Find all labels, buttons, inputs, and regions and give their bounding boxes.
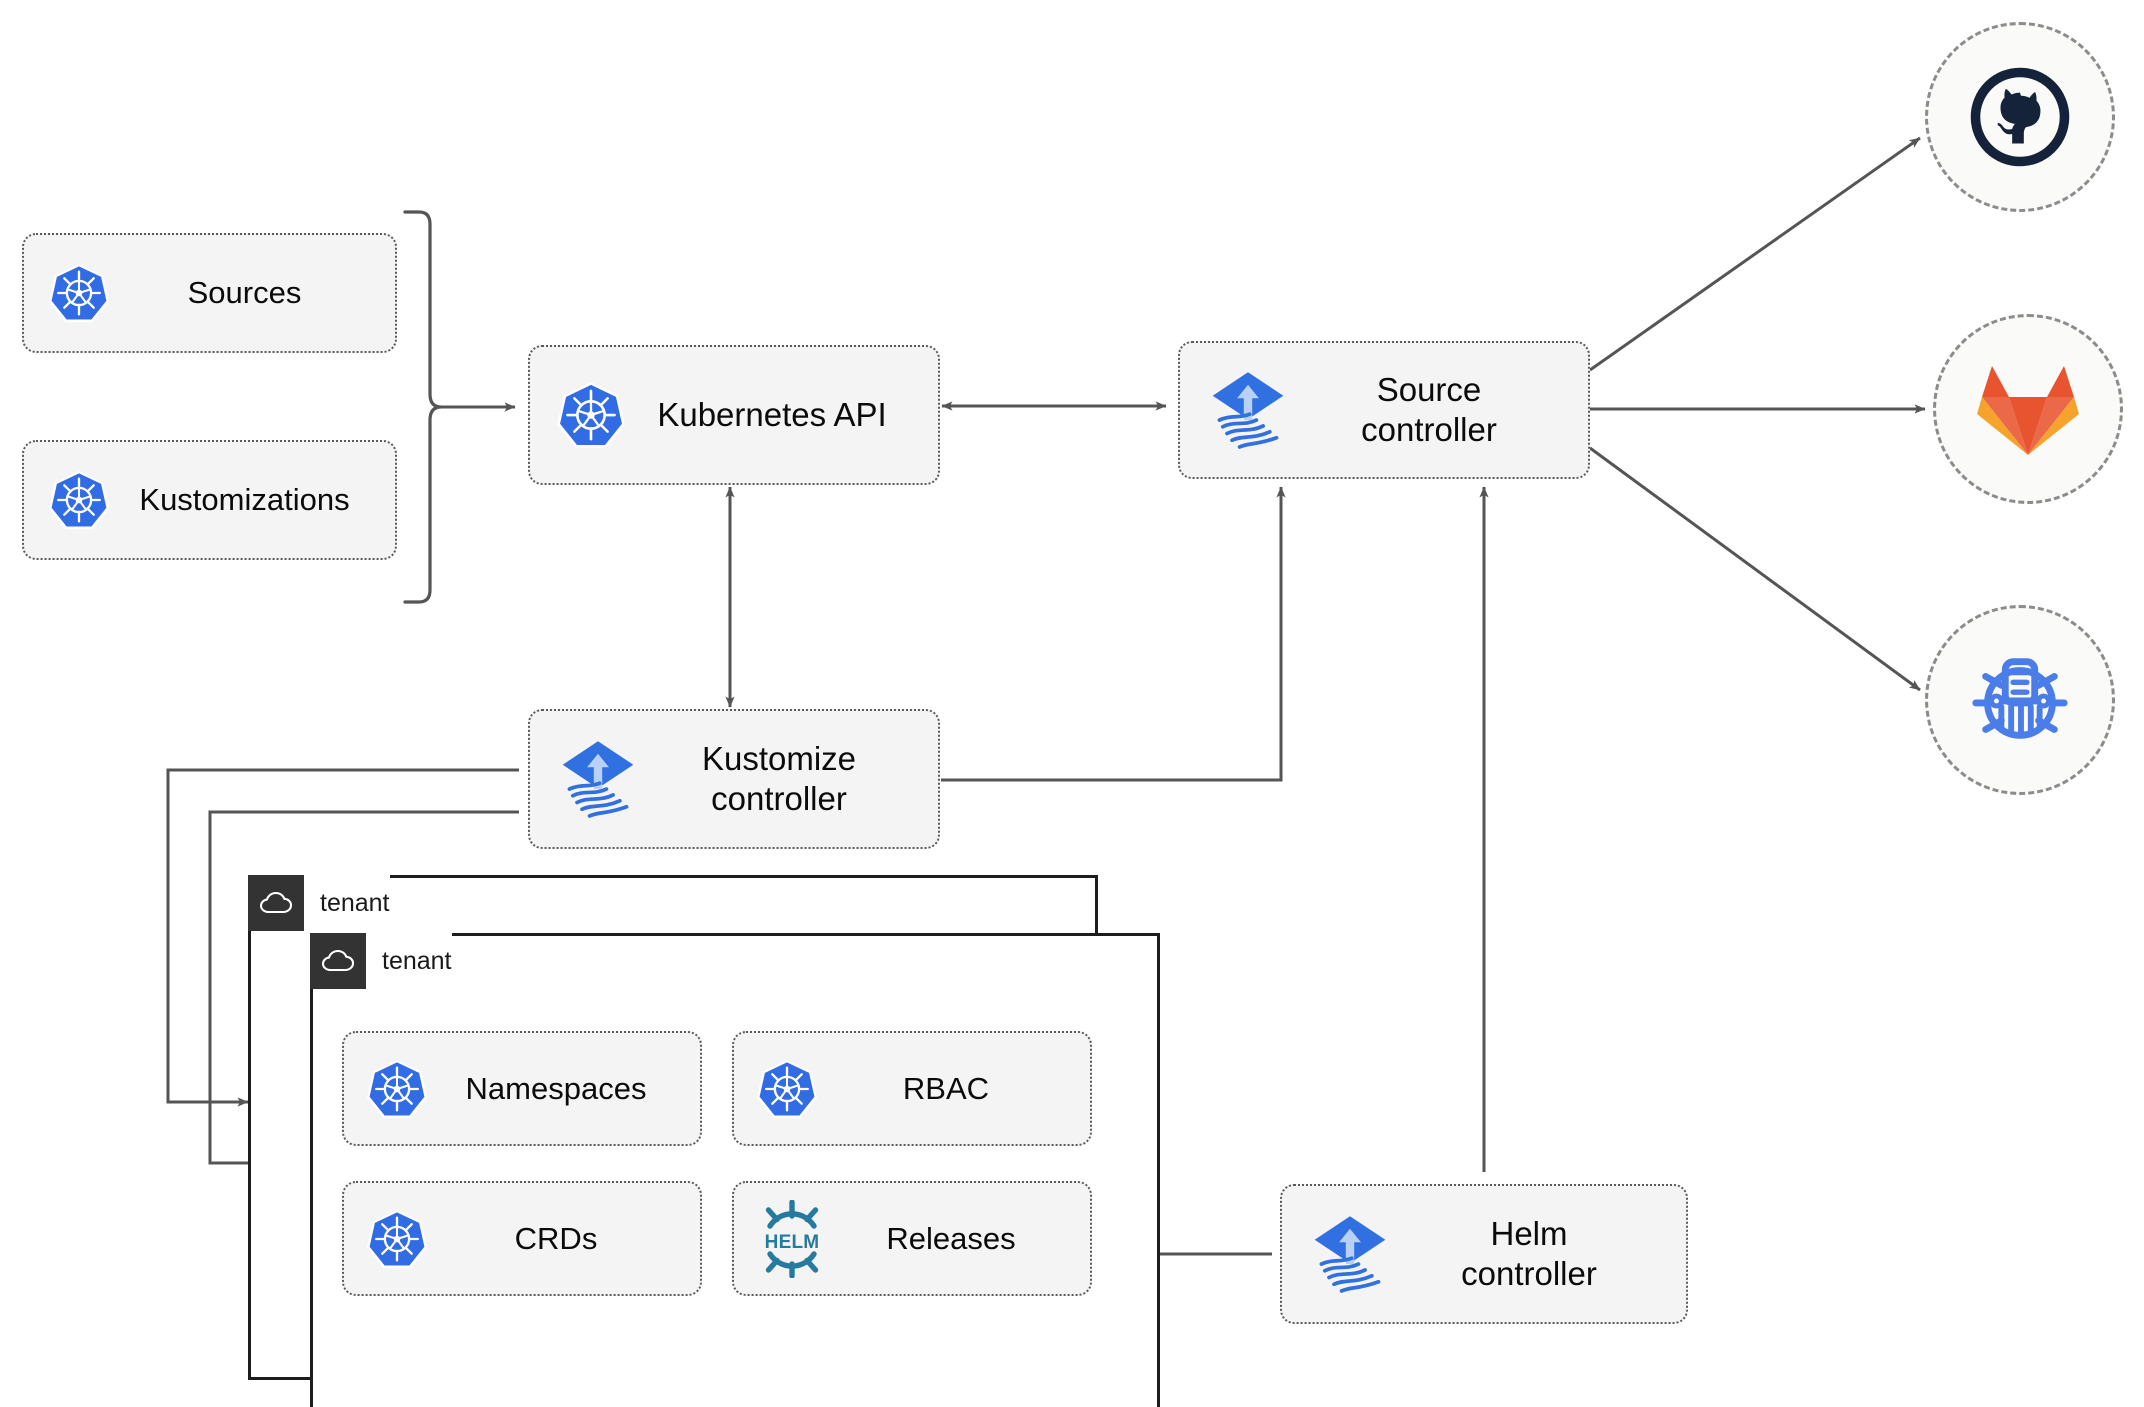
kubernetes-icon (556, 380, 626, 450)
helm-icon: HELM (756, 1199, 828, 1278)
node-label: Helm controller (1461, 1214, 1597, 1292)
node-kubernetes-api[interactable]: Kubernetes API (528, 345, 940, 485)
tenant-label: tenant (320, 888, 390, 917)
flux-icon (1308, 1212, 1392, 1296)
flux-icon (556, 737, 640, 821)
github-icon (1967, 64, 2073, 170)
node-label: Sources (187, 275, 302, 311)
node-label: Kustomize controller (701, 739, 857, 817)
node-namespaces[interactable]: Namespaces (342, 1031, 702, 1146)
node-releases[interactable]: HELM Releases (732, 1181, 1092, 1296)
node-label: Source controller (1361, 370, 1497, 448)
gitlab-icon (1976, 360, 2080, 458)
flux-icon (1206, 368, 1290, 452)
edge-source-to-harbor (1589, 446, 1921, 692)
cloud-icon (248, 875, 304, 931)
edge-source-to-github (1589, 136, 1921, 372)
node-crds[interactable]: CRDs (342, 1181, 702, 1296)
external-harbor[interactable] (1925, 605, 2115, 795)
group-brace (403, 210, 442, 604)
kubernetes-icon (48, 469, 110, 531)
node-kustomize-controller[interactable]: Kustomize controller (528, 709, 940, 849)
kubernetes-icon (366, 1058, 428, 1120)
node-label: Kubernetes API (657, 395, 887, 433)
node-sources[interactable]: Sources (22, 233, 397, 353)
tenant-tab-outer: tenant (248, 875, 390, 931)
node-label: Releases (886, 1220, 1016, 1256)
node-source-controller[interactable]: Source controller (1178, 341, 1590, 479)
kubernetes-icon (756, 1058, 818, 1120)
external-github[interactable] (1925, 22, 2115, 212)
node-helm-controller[interactable]: Helm controller (1280, 1184, 1688, 1324)
cloud-icon (310, 933, 366, 989)
tenant-frame-inner: tenant (310, 933, 1160, 1407)
svg-text:HELM: HELM (765, 1232, 820, 1253)
node-label: Namespaces (465, 1070, 647, 1106)
tenant-tab-inner: tenant (310, 933, 452, 989)
kubernetes-icon (48, 262, 110, 324)
node-kustomizations[interactable]: Kustomizations (22, 440, 397, 560)
node-label: CRDs (514, 1220, 598, 1256)
node-label: RBAC (902, 1070, 990, 1106)
node-label: Kustomizations (139, 482, 350, 518)
harbor-icon (1966, 646, 2074, 754)
kubernetes-icon (366, 1208, 428, 1270)
node-rbac[interactable]: RBAC (732, 1031, 1092, 1146)
edge-kustomize-to-source (941, 486, 1286, 782)
external-gitlab[interactable] (1933, 314, 2123, 504)
tenant-label: tenant (382, 946, 452, 975)
